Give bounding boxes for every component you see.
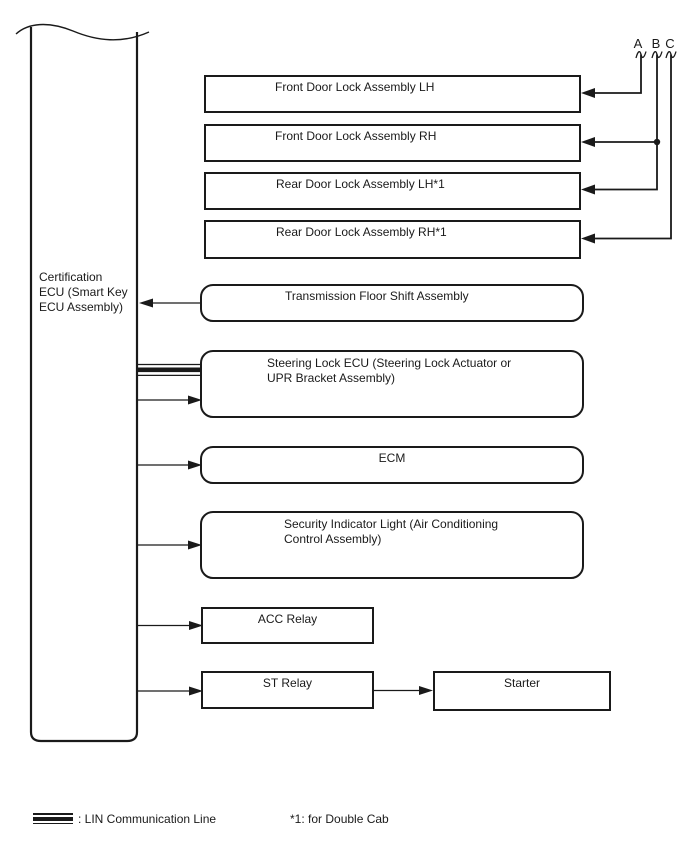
box-starter: Starter: [433, 671, 611, 711]
legend-footnote: *1: for Double Cab: [290, 812, 389, 826]
box-label: Control Assembly): [284, 531, 382, 546]
arrow-to-ecu-icon: [139, 298, 153, 308]
legend-lin-symbol-icon: [33, 813, 73, 824]
connector-line-a: [595, 54, 642, 94]
box-label: Front Door Lock Assembly LH: [275, 80, 435, 94]
column-break-wave: [15, 23, 150, 41]
box-front-door-lock-rh: Front Door Lock Assembly RH: [204, 123, 581, 162]
box-acc-relay: ACC Relay: [201, 607, 374, 644]
arrow-to-rear-door-rh-icon: [581, 233, 595, 244]
box-label: UPR Bracket Assembly): [267, 371, 396, 385]
box-security-indicator-light: Security Indicator Light (Air Conditioni…: [200, 510, 584, 579]
box-ecm: ECM: [200, 446, 584, 484]
box-label: Front Door Lock Assembly RH: [275, 128, 437, 143]
ecu-label-line: Certification: [39, 270, 103, 284]
connector-label-a: A: [633, 36, 643, 51]
lin-communication-line: [137, 363, 201, 376]
box-rear-door-lock-lh: Rear Door Lock Assembly LH*1: [204, 172, 581, 210]
connector-line-b: [595, 54, 658, 191]
arrow-to-steering-icon: [188, 395, 202, 405]
arrow-to-acc-relay-icon: [189, 621, 203, 630]
box-front-door-lock-lh: Front Door Lock Assembly LH: [204, 75, 581, 113]
box-label: Steering Lock ECU (Steering Lock Actuato…: [267, 356, 512, 370]
arrow-to-front-door-lh-icon: [581, 88, 595, 98]
box-label: Starter: [503, 676, 540, 690]
box-steering-lock-ecu: Steering Lock ECU (Steering Lock Actuato…: [200, 350, 584, 418]
arrow-to-front-door-rh-icon: [581, 137, 595, 147]
box-st-relay: ST Relay: [201, 671, 374, 709]
box-rear-door-lock-rh: Rear Door Lock Assembly RH*1: [204, 220, 581, 259]
arrow-to-ecm-icon: [188, 460, 202, 470]
box-label: ST Relay: [262, 676, 313, 690]
junction-dot-b: [653, 138, 661, 146]
connector-label-c: C: [665, 36, 675, 51]
box-transmission-floor-shift: Transmission Floor Shift Assembly: [200, 284, 584, 322]
arrow-to-starter-icon: [419, 686, 433, 695]
connector-label-b: B: [651, 36, 661, 51]
box-label: Security Indicator Light (Air Conditioni…: [284, 516, 499, 531]
box-label: ACC Relay: [257, 612, 318, 626]
arrow-to-st-relay-icon: [189, 686, 203, 696]
arrow-to-security-icon: [188, 540, 202, 550]
ecu-label-line: ECU Assembly): [39, 300, 124, 314]
arrow-to-rear-door-lh-icon: [581, 184, 595, 195]
box-label: ECM: [378, 451, 406, 465]
box-label: Transmission Floor Shift Assembly: [285, 289, 469, 303]
certification-ecu-label: Certification ECU (Smart Key ECU Assembl…: [39, 270, 141, 315]
connector-line-c: [595, 54, 672, 240]
legend-lin-label: : LIN Communication Line: [78, 812, 217, 826]
certification-ecu-column: [29, 27, 139, 743]
ecu-label-line: ECU (Smart Key: [39, 285, 128, 299]
box-label: Rear Door Lock Assembly LH*1: [276, 177, 445, 191]
box-label: Rear Door Lock Assembly RH*1: [276, 225, 447, 239]
